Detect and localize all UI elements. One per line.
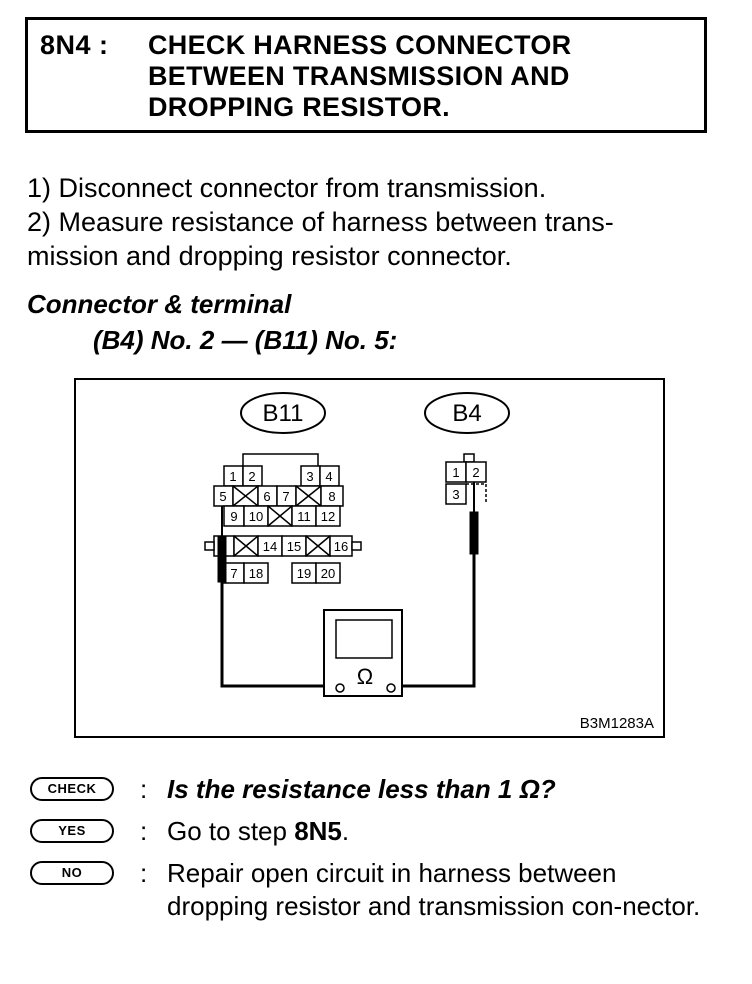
svg-text:1: 1 <box>229 469 236 484</box>
svg-text:12: 12 <box>321 509 335 524</box>
connector-spec: (B4) No. 2 — (B11) No. 5: <box>93 325 398 355</box>
no-badge: NO <box>30 861 114 885</box>
instruction-line: mission and dropping resistor connector. <box>27 241 512 271</box>
step-code: 8N4 : <box>40 30 109 60</box>
ohm-symbol: Ω <box>357 664 373 689</box>
yes-text: Go to step <box>167 816 295 846</box>
b4-connector: 1 2 3 <box>445 453 487 505</box>
wiring-diagram: B11 B4 <box>74 378 665 738</box>
svg-text:9: 9 <box>230 509 237 524</box>
figure-code: B3M1283A <box>580 715 654 732</box>
svg-text:15: 15 <box>287 539 301 554</box>
svg-text:3: 3 <box>306 469 313 484</box>
yes-badge: YES <box>30 819 114 843</box>
ohmmeter: Ω <box>323 609 403 697</box>
colon: : <box>140 816 148 846</box>
svg-text:3: 3 <box>452 487 459 502</box>
connector-label-b11: B11 <box>240 392 326 434</box>
check-question: Is the resistance less than 1 Ω? <box>167 774 556 804</box>
next-step-ref: 8N5 <box>294 816 342 846</box>
yes-answer: Go to step 8N5. <box>167 815 727 848</box>
svg-text:10: 10 <box>249 509 263 524</box>
svg-text:19: 19 <box>297 566 311 581</box>
instruction-line: 1) Disconnect connector from transmissio… <box>27 173 547 203</box>
meter-probes <box>217 482 479 688</box>
colon: : <box>140 774 148 804</box>
svg-text:6: 6 <box>263 489 270 504</box>
instruction-line: 2) Measure resistance of harness between… <box>27 207 614 237</box>
svg-text:18: 18 <box>249 566 263 581</box>
svg-text:7: 7 <box>282 489 289 504</box>
step-header-box: 8N4 : CHECK HARNESS CONNECTOR BETWEEN TR… <box>25 17 707 133</box>
svg-text:20: 20 <box>321 566 335 581</box>
step-title: CHECK HARNESS CONNECTOR BETWEEN TRANSMIS… <box>148 30 572 122</box>
svg-text:7: 7 <box>230 566 237 581</box>
svg-text:2: 2 <box>472 465 479 480</box>
colon: : <box>140 858 148 888</box>
svg-text:1: 1 <box>452 465 459 480</box>
svg-text:5: 5 <box>219 489 226 504</box>
svg-text:14: 14 <box>263 539 277 554</box>
svg-text:8: 8 <box>328 489 335 504</box>
check-badge: CHECK <box>30 777 114 801</box>
svg-text:16: 16 <box>334 539 348 554</box>
b11-connector: 1 2 3 4 5 6 7 8 9 10 11 12 14 15 16 7 18… <box>204 453 362 584</box>
svg-text:11: 11 <box>297 509 311 524</box>
yes-text-end: . <box>341 816 350 846</box>
connector-heading: Connector & terminal <box>27 289 292 319</box>
svg-text:2: 2 <box>248 469 255 484</box>
instructions: 1) Disconnect connector from transmissio… <box>27 171 717 273</box>
svg-text:B11: B11 <box>263 400 304 427</box>
svg-text:B4: B4 <box>452 400 481 427</box>
svg-text:4: 4 <box>325 469 332 484</box>
no-answer: Repair open circuit in harness between d… <box>167 858 701 921</box>
connector-label-b4: B4 <box>424 392 510 434</box>
